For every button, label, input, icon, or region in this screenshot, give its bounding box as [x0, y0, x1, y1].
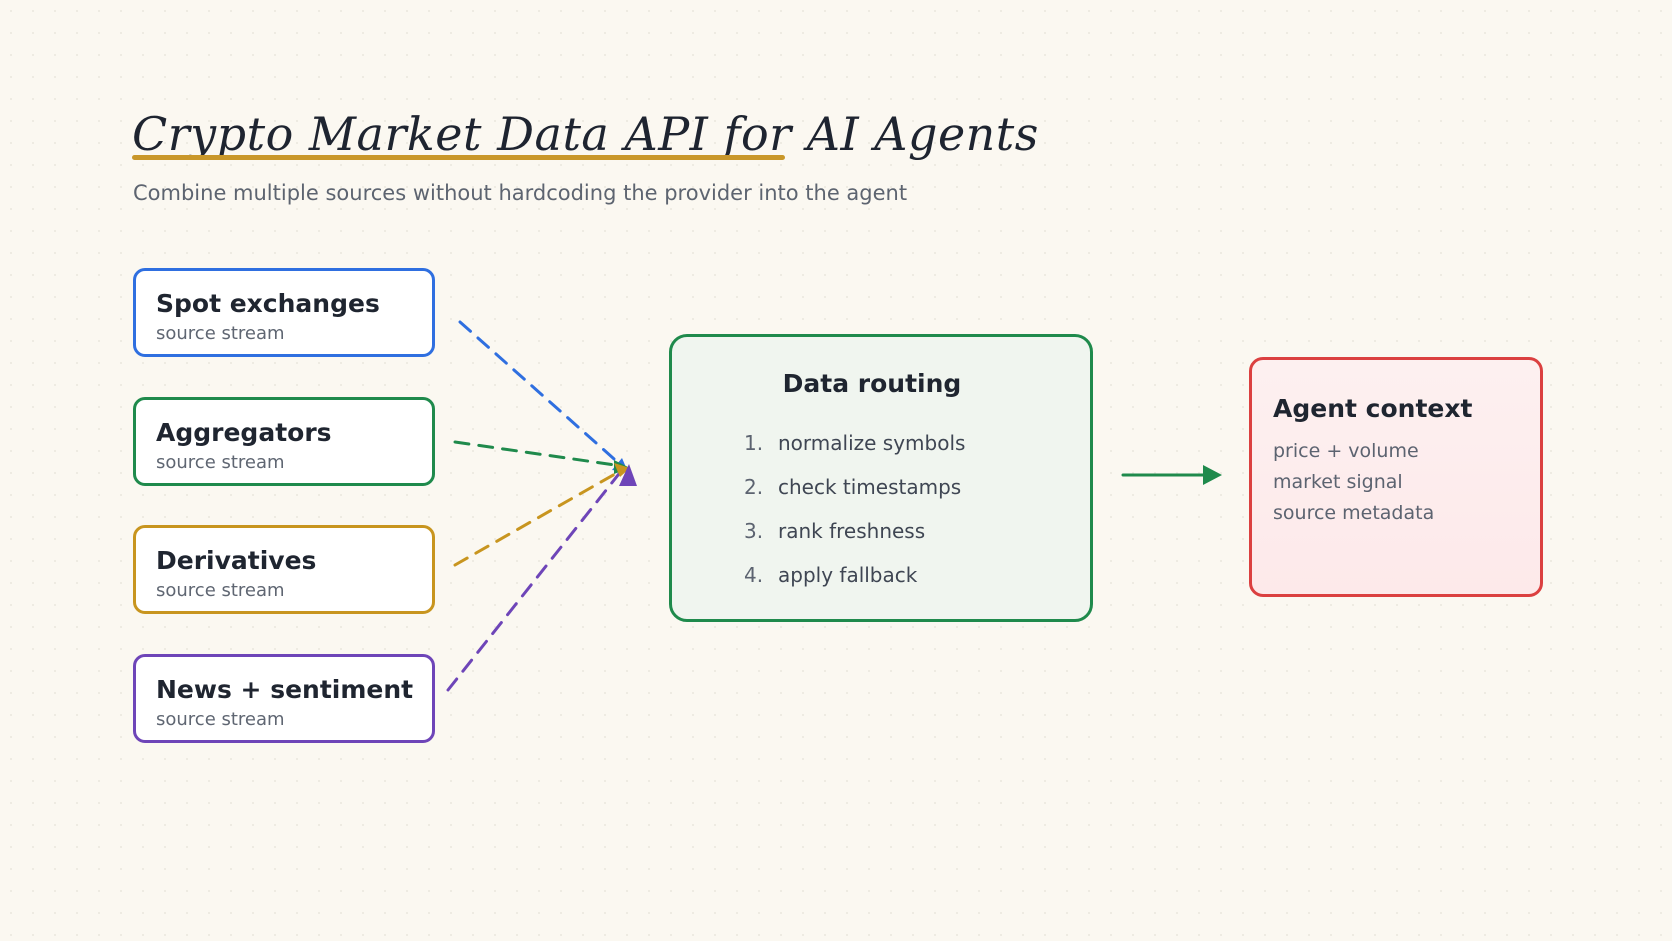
data-routing-box: Data routing 1. normalize symbols 2. check… [669, 334, 1093, 622]
source-box-news-sentiment: News + sentiment source stream [133, 654, 435, 743]
arrowhead-news-sentiment [619, 464, 637, 486]
step-number: 1. [744, 431, 764, 455]
source-label: Aggregators [156, 418, 332, 447]
step-text: apply fallback [778, 563, 918, 587]
connector-news-sentiment [446, 468, 624, 692]
step-text: rank freshness [778, 519, 926, 543]
connector-spot-exchanges [458, 320, 624, 468]
agent-context-box: Agent context price + volume market sign… [1249, 357, 1543, 597]
agent-context-title: Agent context [1273, 394, 1473, 423]
routing-step: 3. rank freshness [744, 519, 965, 563]
source-label: Spot exchanges [156, 289, 380, 318]
source-sublabel: source stream [156, 452, 285, 473]
routing-title: Data routing [782, 369, 962, 398]
source-label: Derivatives [156, 546, 317, 575]
source-box-aggregators: Aggregators source stream [133, 397, 435, 486]
step-number: 4. [744, 563, 764, 587]
page-title: Crypto Market Data API for AI Agents [132, 107, 1039, 161]
page-subtitle: Combine multiple sources without hardcod… [133, 181, 908, 205]
source-box-spot-exchanges: Spot exchanges source stream [133, 268, 435, 357]
source-sublabel: source stream [156, 323, 285, 344]
title-underline [132, 155, 785, 160]
source-sublabel: source stream [156, 580, 285, 601]
routing-step: 4. apply fallback [744, 563, 965, 607]
connector-aggregators [453, 440, 624, 468]
agent-context-items: price + volume market signal source meta… [1273, 436, 1540, 529]
step-number: 3. [744, 519, 764, 543]
source-label: News + sentiment [156, 675, 414, 704]
step-text: check timestamps [778, 475, 962, 499]
arrowhead-derivatives [614, 463, 630, 477]
agent-context-item: source metadata [1273, 502, 1435, 524]
agent-context-item: market signal [1273, 471, 1403, 493]
step-number: 2. [744, 475, 764, 499]
source-sublabel: source stream [156, 709, 285, 730]
connector-derivatives [453, 468, 624, 567]
routing-steps: 1. normalize symbols 2. check timestamps 3… [744, 431, 965, 607]
routing-step: 1. normalize symbols [744, 431, 965, 475]
agent-context-item: price + volume [1273, 440, 1419, 462]
source-box-derivatives: Derivatives source stream [133, 525, 435, 614]
routing-step: 2. check timestamps [744, 475, 965, 519]
arrowhead-routing-to-context [1203, 465, 1222, 485]
step-text: normalize symbols [778, 431, 966, 455]
